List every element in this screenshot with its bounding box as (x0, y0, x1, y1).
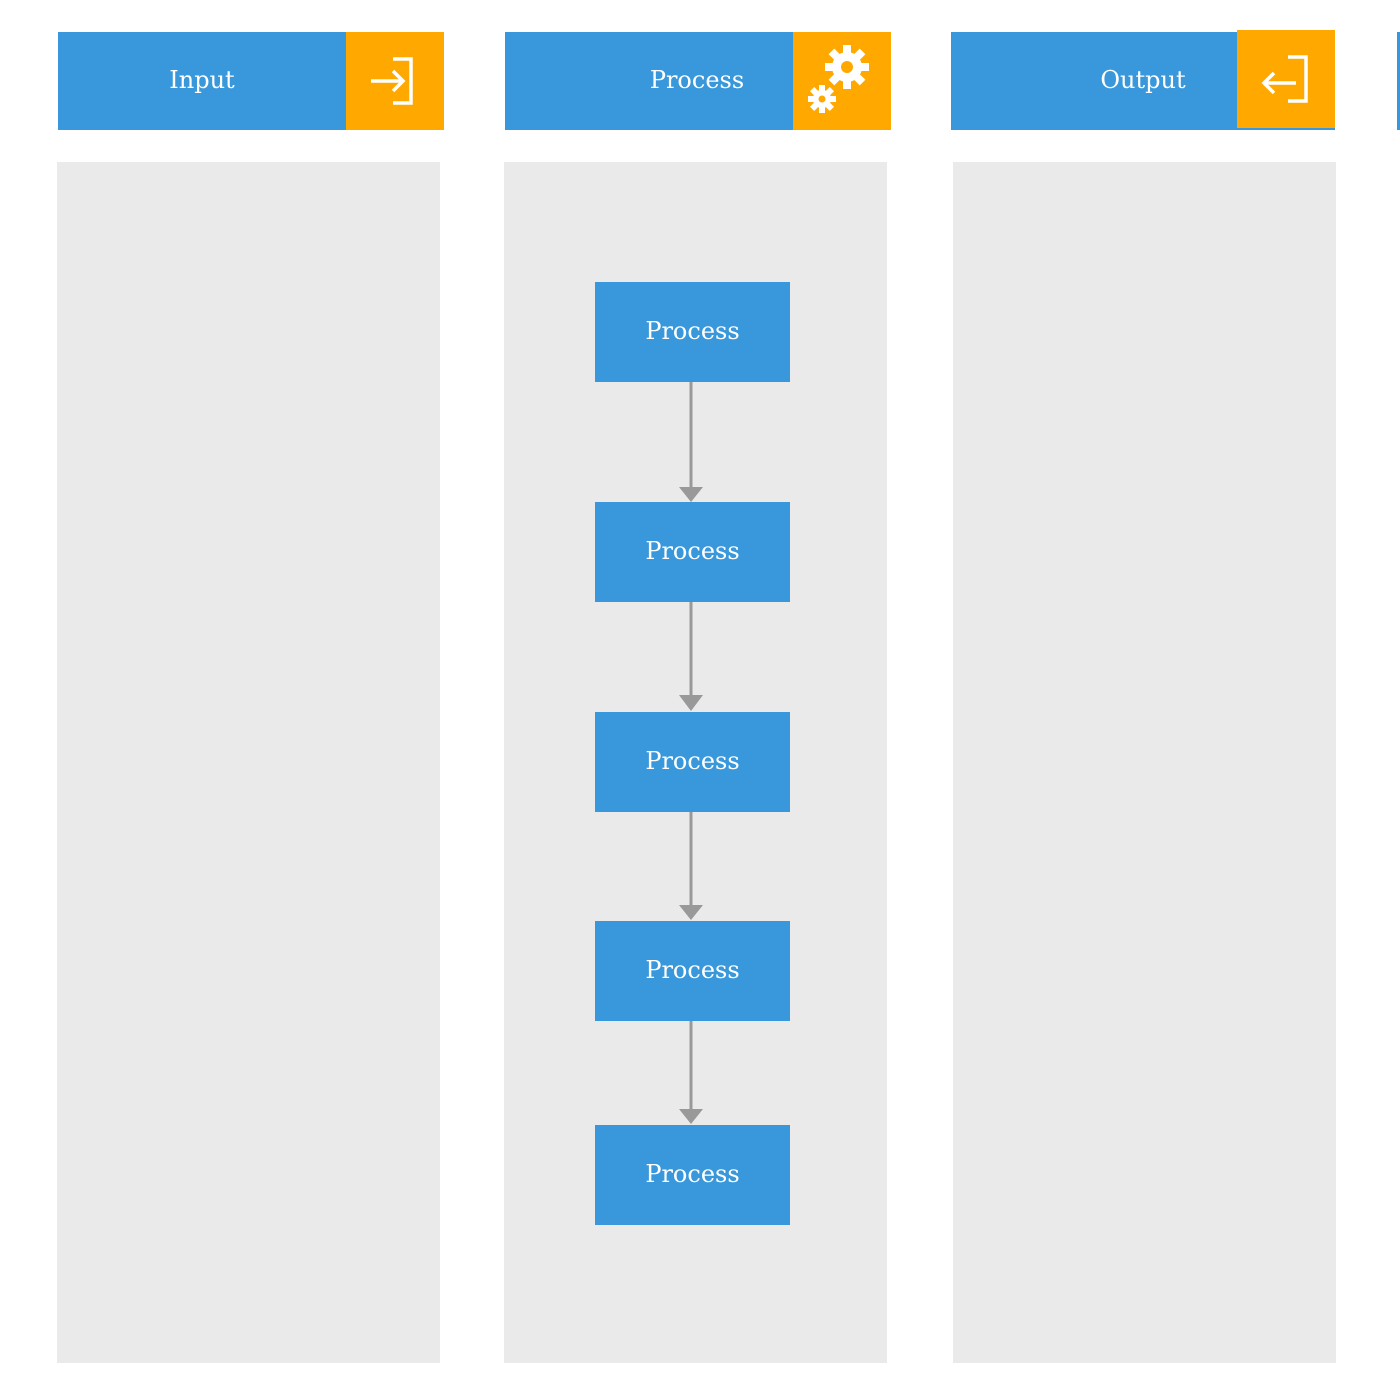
next-lane-edge (1397, 32, 1400, 130)
lane-title-process: Process (649, 66, 745, 94)
lane-body-output (953, 162, 1336, 1363)
exit-icon (1237, 30, 1335, 128)
enter-icon (346, 32, 444, 130)
process-node-5[interactable]: Process (595, 1125, 790, 1225)
process-node-2[interactable]: Process (595, 502, 790, 602)
lane-header-process: Process (505, 32, 891, 130)
lane-title-output: Output (1100, 66, 1186, 94)
lane-title-input: Input (169, 66, 235, 94)
gears-icon (793, 32, 891, 130)
lane-header-output: Output (951, 30, 1335, 130)
lane-body-input (57, 162, 440, 1363)
process-node-1[interactable]: Process (595, 282, 790, 382)
process-node-4[interactable]: Process (595, 921, 790, 1021)
process-node-3[interactable]: Process (595, 712, 790, 812)
lane-header-input: Input (58, 32, 444, 130)
